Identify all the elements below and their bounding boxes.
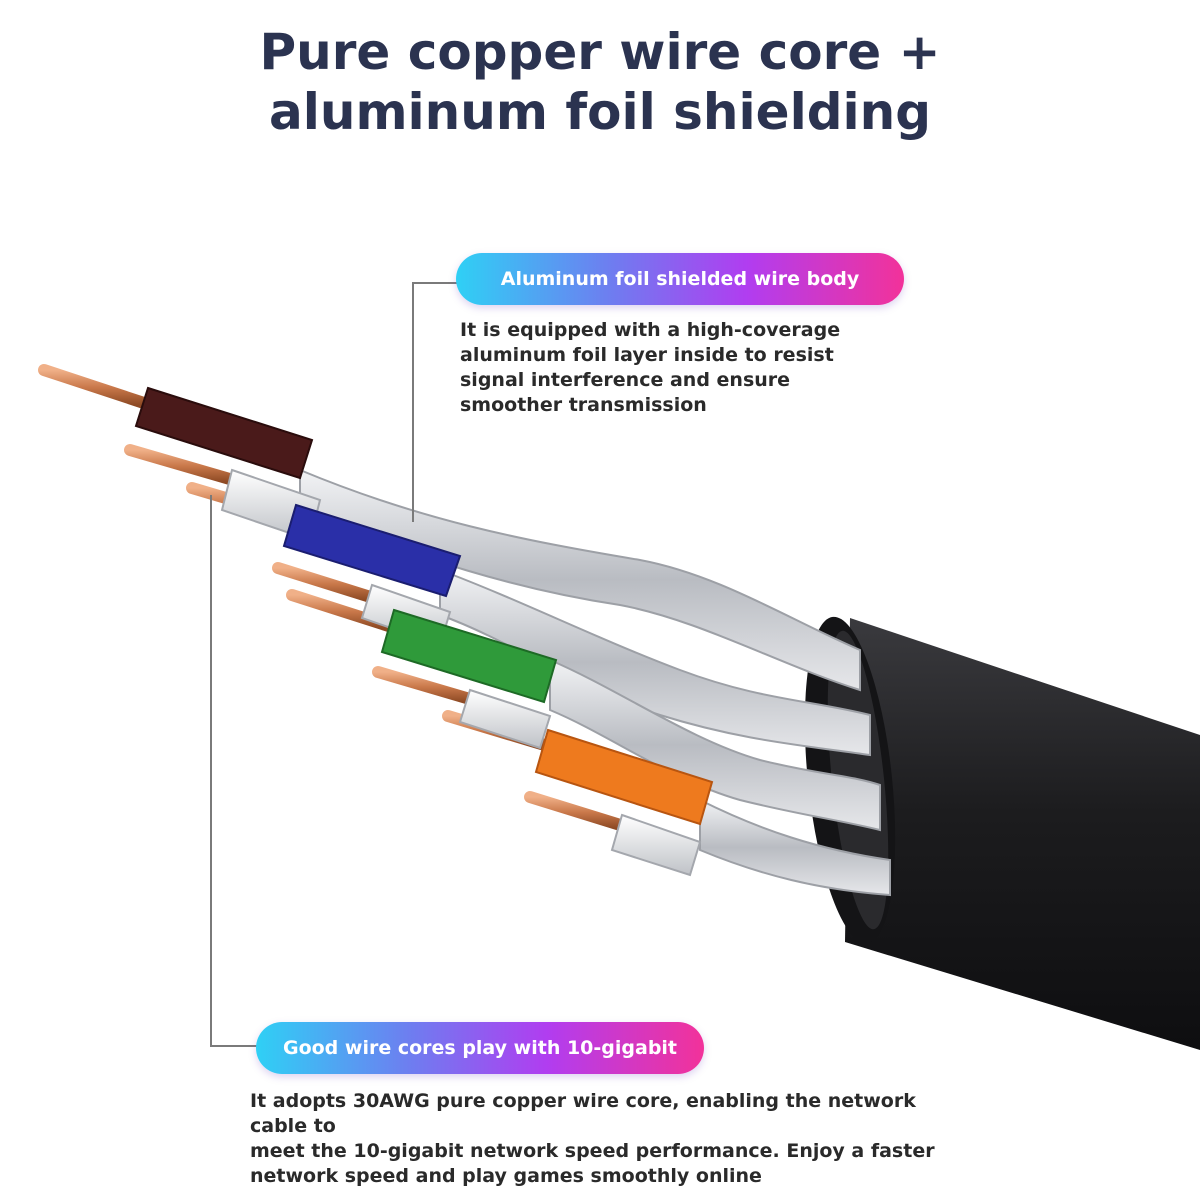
callout-description-shielding: It is equipped with a high-coverage alum… bbox=[460, 318, 880, 418]
blue-wire bbox=[282, 503, 462, 598]
description-line: It is equipped with a high-coverage bbox=[460, 319, 841, 341]
callout-label-wire-cores: Good wire cores play with 10-gigabit bbox=[256, 1022, 704, 1074]
description-line: It adopts 30AWG pure copper wire core, e… bbox=[250, 1090, 916, 1137]
colored-insulated-wires bbox=[134, 386, 714, 826]
callout-label-shielding: Aluminum foil shielded wire body bbox=[456, 253, 904, 305]
callout-description-wire-cores: It adopts 30AWG pure copper wire core, e… bbox=[250, 1089, 970, 1189]
description-line: aluminum foil layer inside to resist bbox=[460, 344, 834, 366]
description-line: smoother transmission bbox=[460, 394, 707, 416]
description-line: network speed and play games smoothly on… bbox=[250, 1165, 762, 1187]
description-line: signal interference and ensure bbox=[460, 369, 791, 391]
title-line-1: Pure copper wire core + bbox=[259, 23, 941, 81]
leader-line-bottom-vertical bbox=[210, 495, 212, 1046]
title-line-2: aluminum foil shielding bbox=[268, 83, 932, 141]
leader-line-top-horizontal bbox=[412, 282, 458, 284]
orange-wire bbox=[534, 728, 714, 826]
leader-line-top-vertical bbox=[412, 282, 414, 522]
foil-shield-bundles bbox=[299, 468, 891, 897]
green-wire bbox=[380, 608, 558, 704]
leader-line-bottom-horizontal bbox=[210, 1045, 258, 1047]
brown-wire bbox=[134, 386, 314, 480]
page-title: Pure copper wire core + aluminum foil sh… bbox=[0, 22, 1200, 142]
description-line: meet the 10-gigabit network speed perfor… bbox=[250, 1140, 935, 1162]
